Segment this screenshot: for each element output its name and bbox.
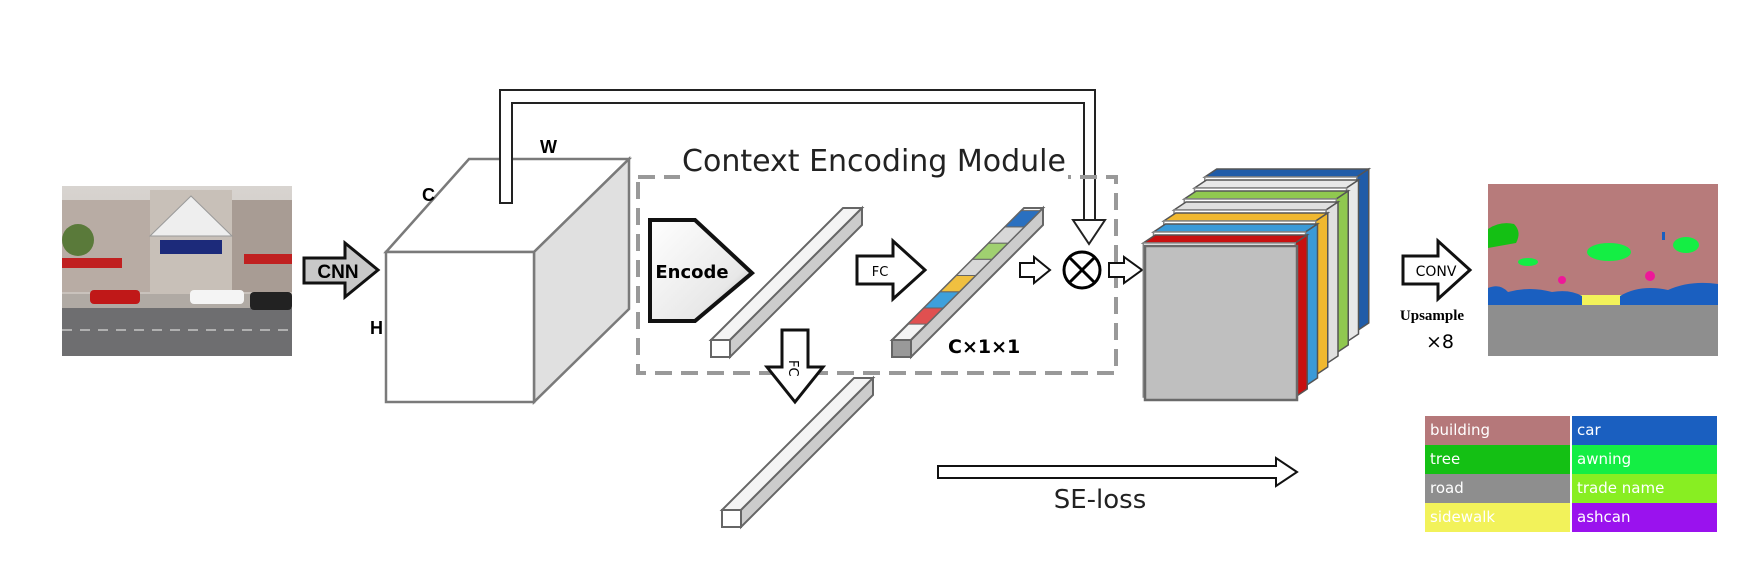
se-loss-arrow [937,456,1299,488]
legend-row: tree awning [1425,445,1719,474]
multiply-operator [1062,250,1102,290]
class-legend: building car tree awning road trade name… [1425,416,1719,532]
conv-label: CONV [1416,264,1457,280]
legend-row: building car [1425,416,1719,445]
encode-block [648,218,756,323]
legend-row: road trade name [1425,474,1719,503]
small-arrow-to-multiply [1019,254,1052,286]
small-arrow-from-multiply [1108,255,1144,285]
dim-label-c: C [422,185,435,205]
legend-row: sidewalk ashcan [1425,503,1719,532]
dim-label-h: H [370,318,383,338]
module-title: Context Encoding Module [682,144,1066,179]
fc-arrow-right [855,237,928,303]
legend-item-trade-name: trade name [1572,474,1717,503]
input-image [62,186,292,356]
dim-label-w: W [540,137,557,157]
upsample-label: Upsample [1400,308,1465,324]
legend-item-building: building [1425,416,1570,445]
upsample-factor-label: ×8 [1426,331,1454,353]
cnn-label: CNN [317,262,358,283]
output-feature-stack [1140,167,1372,402]
segmentation-output [1488,184,1718,356]
stack-layer-top [1171,201,1341,211]
stack-layer-top [1151,223,1320,233]
legend-item-tree: tree [1425,445,1570,474]
se-vector [719,375,876,530]
stack-layer-top [1181,190,1351,200]
legend-item-car: car [1572,416,1717,445]
vector-segment [1003,210,1042,228]
legend-item-ashcan: ashcan [1572,503,1717,532]
feature-map-cube [383,156,633,405]
stack-layer-top [1140,234,1310,244]
encode-label: Encode [655,262,728,283]
fc-arrow-down [763,328,827,405]
stack-layer-top [1202,168,1372,178]
legend-item-road: road [1425,474,1570,503]
encoded-vector [708,205,865,360]
channel-vector [889,205,1046,360]
se-loss-label: SE-loss [1054,485,1147,515]
cnn-arrow [302,239,381,301]
fc-label: FC [872,265,889,280]
legend-item-awning: awning [1572,445,1717,474]
legend-item-sidewalk: sidewalk [1425,503,1570,532]
conv-arrow [1401,237,1473,303]
stack-layer-top [1161,212,1331,222]
skip-arrow-head [1071,219,1107,246]
stack-layer-top [1192,179,1361,189]
vector-shape-label: C×1×1 [948,336,1020,358]
fc-down-label: FC [785,360,800,377]
